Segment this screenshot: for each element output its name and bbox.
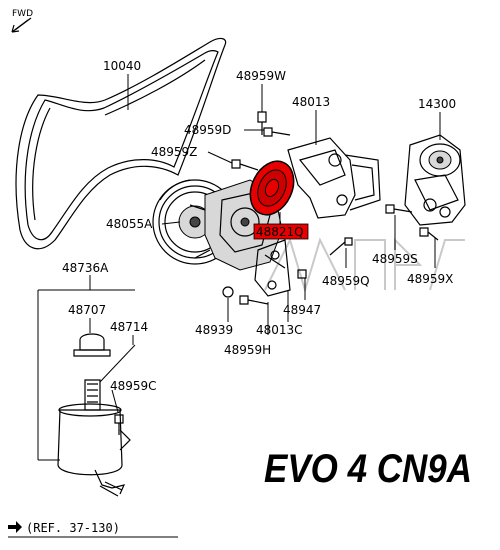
bolts (114, 111, 439, 435)
label-48947: 48947 (283, 303, 321, 317)
label-48055a: 48055A (106, 217, 153, 231)
label-48821q-box (253, 223, 309, 240)
fwd-arrow-icon (11, 17, 32, 33)
label-14300: 14300 (418, 97, 456, 111)
drive-belt (15, 37, 227, 250)
label-48736a: 48736A (62, 261, 109, 275)
label-48013: 48013 (292, 95, 330, 109)
label-48959s: 48959S (372, 252, 418, 266)
label-48959x: 48959X (407, 272, 453, 286)
label-10040: 10040 (103, 59, 141, 73)
label-48959q: 48959Q (322, 274, 370, 288)
label-48707: 48707 (68, 303, 106, 317)
label-48959c: 48959C (110, 379, 157, 393)
tensioner-14300 (404, 134, 466, 226)
bracket-48013 (287, 137, 381, 219)
highlighted-part-48821q[interactable] (242, 154, 302, 222)
reference-note: (REF. 37-130) (8, 521, 178, 538)
leader-lines (37, 74, 441, 461)
label-48939: 48939 (195, 323, 233, 337)
right-arrow-icon (8, 521, 22, 533)
label-48714: 48714 (110, 320, 148, 334)
fwd-indicator: FWD (11, 9, 33, 33)
part-labels: 10040 48959W 48013 14300 48959D 48959Z 4… (62, 59, 456, 393)
bracket-48013c (254, 239, 291, 297)
label-48013c: 48013C (256, 323, 303, 337)
label-48959h: 48959H (224, 343, 271, 357)
model-title: EVO 4 CN9A (264, 447, 472, 491)
label-48821q: 48821Q (256, 225, 304, 239)
label-48959w: 48959W (236, 69, 286, 83)
label-48959d: 48959D (184, 123, 231, 137)
label-48959z: 48959Z (151, 145, 197, 159)
oil-reservoir (57, 333, 131, 497)
reference-text: (REF. 37-130) (26, 521, 120, 535)
fwd-label: FWD (12, 9, 33, 19)
